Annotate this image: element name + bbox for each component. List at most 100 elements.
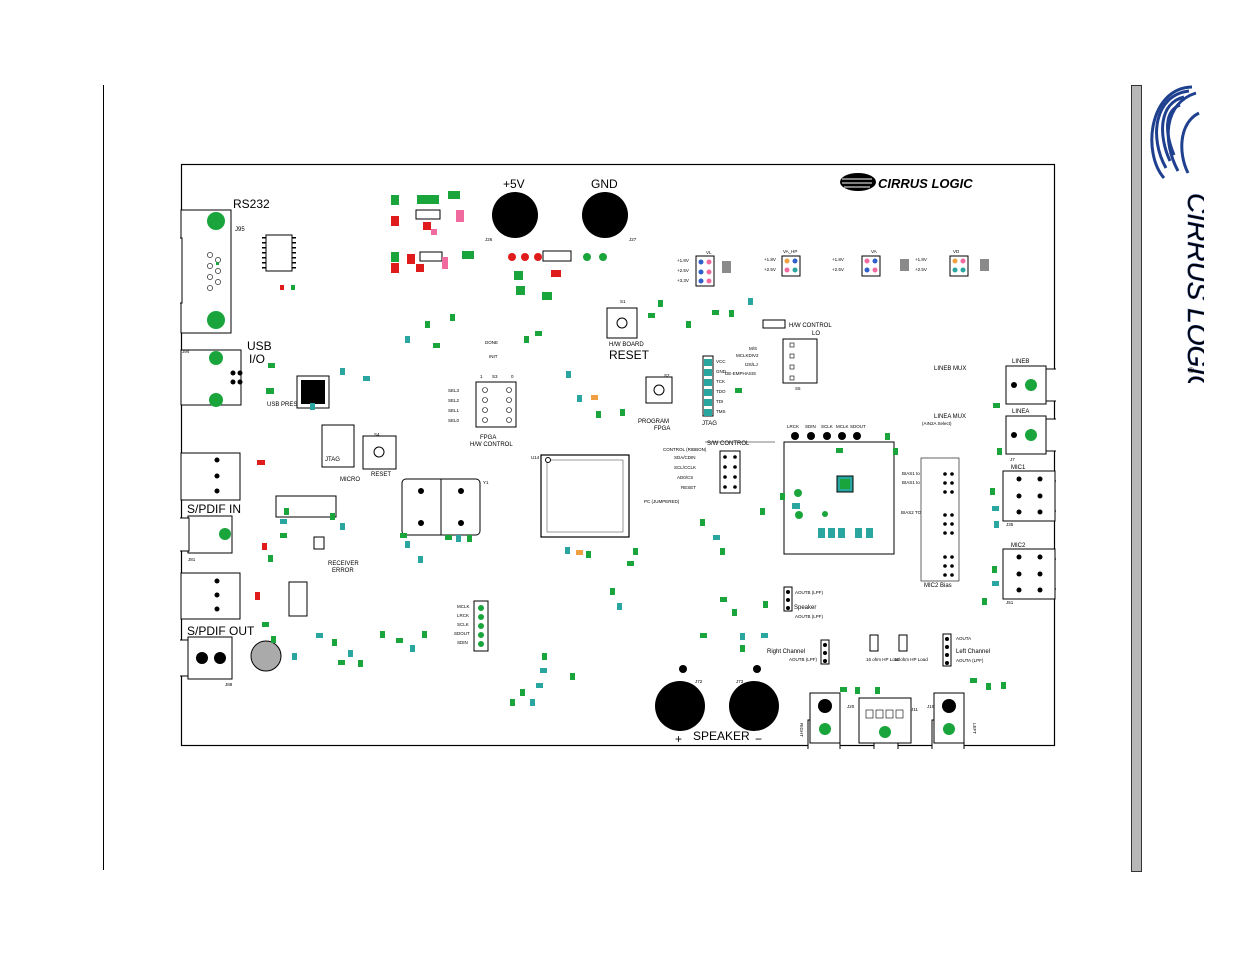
- left-opt-aouta: AOUTA: [956, 636, 971, 641]
- smd-component: [997, 448, 1002, 455]
- smd-component: [310, 403, 315, 410]
- smd-component: [885, 433, 890, 440]
- smd-component: [316, 633, 323, 638]
- hw-ms: M/S: [749, 346, 757, 351]
- plus5v-terminal: [492, 192, 538, 238]
- speaker-label: SPEAKER: [693, 729, 750, 743]
- logo-registered-mark: ®: [1188, 366, 1194, 375]
- rs232-shell: [180, 237, 183, 304]
- smd-component: [982, 598, 987, 605]
- voltage-select-va: +1.8V +2.5V VA: [832, 249, 909, 277]
- sidebar-bar: [1131, 85, 1142, 872]
- smd-component: [836, 448, 843, 453]
- j94-label: J94: [182, 349, 190, 354]
- smd-component: [990, 488, 995, 495]
- smd-component: [992, 566, 997, 573]
- control-ribbon-label: CONTROL (RIBBON): [663, 447, 707, 452]
- smd-component: [720, 548, 725, 555]
- s4-label: S4: [374, 432, 380, 437]
- smd-component: [740, 645, 745, 652]
- opt2-connector: [180, 572, 241, 620]
- speaker-minus-terminal: [729, 681, 779, 731]
- spk-opt-aoutb2: AOUTB (LPF): [795, 614, 824, 619]
- smd-component: [760, 508, 765, 515]
- smd-component: [840, 687, 847, 692]
- mic2-jack: [1002, 548, 1056, 600]
- smd-component: [280, 519, 287, 524]
- fpga-header-s3: S3: [492, 374, 498, 379]
- jtag-fpga-label: JTAG: [702, 421, 717, 427]
- jtag-tms: TMS: [716, 409, 726, 414]
- mic2-bias-label: MIC2 Bias: [924, 583, 952, 589]
- smd-component: [596, 411, 601, 418]
- smd-component: [993, 403, 1000, 408]
- board-logo-text: CIRRUS LOGIC: [878, 176, 973, 191]
- sw-scl: SCL/CCLK: [674, 465, 696, 470]
- gnd-label: GND: [591, 177, 618, 191]
- smd-component: [524, 336, 529, 343]
- fpga-hw-control-label: H/W CONTROL: [470, 442, 513, 448]
- smd-component: [732, 609, 737, 616]
- j35-label: J35: [1006, 522, 1014, 527]
- pcb-board: CIRRUS LOGIC RS232 J95 USB I/O J94 USB P: [180, 163, 1056, 749]
- j26-label: J26: [485, 237, 493, 242]
- smd-component: [450, 314, 455, 321]
- hw-lo-label: LO: [812, 331, 820, 337]
- fpga-sel3: SEL3: [448, 388, 460, 393]
- fpga-sel1: SEL1: [448, 408, 460, 413]
- smd-component: [284, 508, 289, 515]
- smd-component: [363, 376, 370, 381]
- left-jack-label: LEFT: [972, 723, 977, 734]
- error-label: ERROR: [332, 568, 354, 574]
- svg-text:SCLK: SCLK: [821, 424, 833, 429]
- svg-text:MCLK: MCLK: [836, 424, 849, 429]
- smd-component: [748, 298, 753, 305]
- smd-component: [648, 313, 655, 318]
- smd-component: [280, 533, 287, 538]
- smd-component: [992, 506, 999, 511]
- j5-lrck: LRCK: [457, 613, 469, 618]
- ain2a-select-label: (AIN2A Select): [922, 421, 952, 426]
- hw-board-reset-label: H/W BOARD: [609, 342, 644, 348]
- spk-opt-speaker: Speaker: [794, 605, 816, 611]
- lineb-label: LINEB: [1012, 359, 1029, 365]
- program-label: PROGRAM: [638, 419, 669, 425]
- svg-text:VA: VA: [871, 249, 877, 254]
- cirrus-logic-logo: CIRRUS LOGIC ®: [1150, 85, 1204, 383]
- hw-i2s-lj: I2S/LJ: [745, 362, 758, 367]
- right-channel-label: Right Channel: [767, 649, 805, 655]
- svg-text:VD: VD: [953, 249, 960, 254]
- plus5v-label: +5V: [503, 177, 525, 191]
- smd-component: [510, 699, 515, 706]
- svg-text:+2.5V: +2.5V: [832, 267, 844, 272]
- lineb-mux-label: LINEB MUX: [934, 366, 966, 372]
- smd-component: [586, 551, 591, 558]
- usb-present-label: USB PRESENT: [267, 402, 310, 408]
- smd-component: [617, 603, 622, 610]
- jtag-tck: TCK: [716, 379, 725, 384]
- smd-component: [570, 673, 575, 680]
- jtag-tdo: TDO: [716, 389, 726, 394]
- smd-component: [729, 310, 734, 317]
- sw-control-header: [719, 450, 741, 494]
- smd-component: [761, 633, 768, 638]
- hw-control-title: H/W CONTROL: [789, 323, 832, 329]
- smd-component: [332, 639, 337, 646]
- smd-component: [380, 631, 385, 638]
- smd-component: [713, 535, 720, 540]
- smd-component: [418, 556, 423, 563]
- mic1-label: MIC1: [1011, 465, 1026, 471]
- mic2-label: MIC2: [1011, 543, 1026, 549]
- jtag-tdi: TDI: [716, 399, 723, 404]
- spdif-in-label: S/PDIF IN: [187, 502, 241, 516]
- smd-component: [268, 363, 275, 368]
- smd-component: [1001, 682, 1006, 689]
- opt1-connector: [180, 452, 241, 501]
- smd-component: [330, 513, 335, 520]
- linea-label: LINEA: [1012, 409, 1029, 415]
- smd-component: [712, 310, 719, 315]
- j5-sclk: SCLK: [457, 622, 469, 627]
- smd-component: [292, 653, 297, 660]
- left-opt-aouta-lpf: AOUTA (LPF): [956, 658, 984, 663]
- smd-component: [970, 678, 977, 683]
